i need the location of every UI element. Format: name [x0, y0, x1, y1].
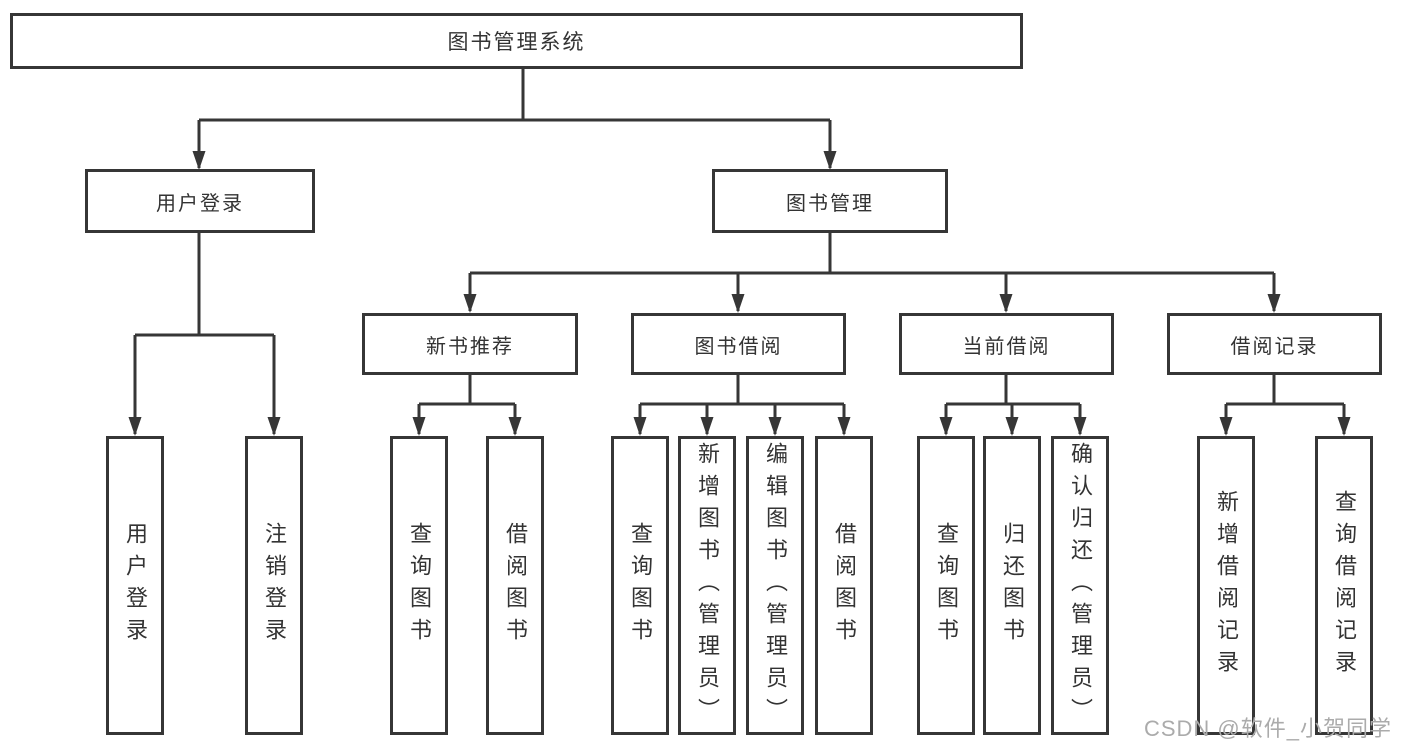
arrowhead-icon — [939, 417, 953, 436]
arrowhead-icon — [508, 417, 522, 436]
leaf-edit-book-admin: 编辑图书（管理员） — [746, 436, 804, 735]
leaf-query-books-2: 查询图书 — [611, 436, 669, 735]
leaf-logout: 注销登录 — [245, 436, 303, 735]
leaf-confirm-return-admin: 确认归还（管理员） — [1051, 436, 1109, 735]
arrowhead-icon — [192, 151, 206, 170]
leaf-add-borrow-record: 新增借阅记录 — [1197, 436, 1255, 735]
arrowhead-icon — [1267, 294, 1281, 313]
arrowhead-icon — [700, 417, 714, 436]
node-book-management: 图书管理 — [712, 169, 948, 233]
csdn-watermark: CSDN @软件_小贺同学 — [1143, 716, 1392, 741]
arrowhead-icon — [731, 294, 745, 313]
leaf-add-book-admin: 新增图书（管理员） — [678, 436, 736, 735]
arrowhead-icon — [837, 417, 851, 436]
arrowhead-icon — [768, 417, 782, 436]
arrowhead-icon — [412, 417, 426, 436]
node-root: 图书管理系统 — [10, 13, 1023, 69]
arrowhead-icon — [1219, 417, 1233, 436]
node-borrowing-records: 借阅记录 — [1167, 313, 1382, 375]
arrowhead-icon — [267, 417, 281, 436]
leaf-borrow-books-1: 借阅图书 — [486, 436, 544, 735]
arrowhead-icon — [999, 294, 1013, 313]
arrowheads — [128, 151, 1351, 436]
leaf-user-login: 用户登录 — [106, 436, 164, 735]
arrowhead-icon — [823, 151, 837, 170]
leaf-query-books-1: 查询图书 — [390, 436, 448, 735]
node-user-login: 用户登录 — [85, 169, 315, 233]
node-book-borrowing: 图书借阅 — [631, 313, 846, 375]
leaf-query-books-3: 查询图书 — [917, 436, 975, 735]
arrowhead-icon — [633, 417, 647, 436]
connector-paths — [133, 69, 1346, 434]
leaf-query-borrow-record: 查询借阅记录 — [1315, 436, 1373, 735]
leaf-borrow-books-2: 借阅图书 — [815, 436, 873, 735]
leaf-return-books: 归还图书 — [983, 436, 1041, 735]
arrowhead-icon — [463, 294, 477, 313]
arrowhead-icon — [1005, 417, 1019, 436]
node-current-borrowing: 当前借阅 — [899, 313, 1114, 375]
arrowhead-icon — [128, 417, 142, 436]
arrowhead-icon — [1073, 417, 1087, 436]
arrowhead-icon — [1337, 417, 1351, 436]
node-new-book-recommend: 新书推荐 — [362, 313, 578, 375]
